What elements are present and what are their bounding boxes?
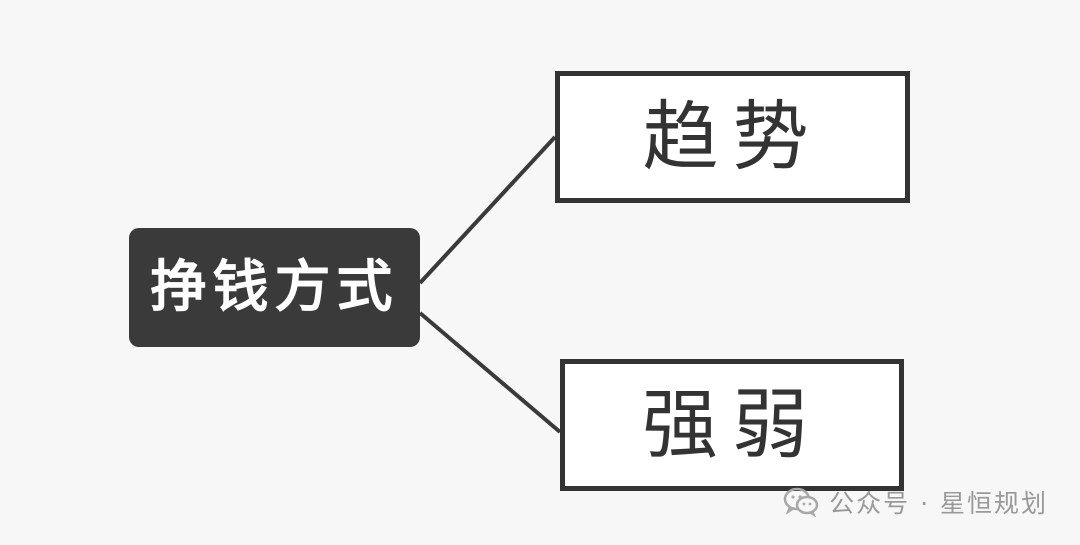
- child-node-trend: 趋势: [555, 71, 910, 203]
- connector-to-strength: [418, 311, 562, 434]
- wechat-icon: [783, 487, 819, 517]
- child-label-trend: 趋势: [642, 92, 823, 181]
- watermark-text: 公众号 · 星恒规划: [829, 489, 1048, 518]
- root-node: 挣钱方式: [129, 228, 420, 347]
- child-label-strength: 强弱: [642, 380, 822, 469]
- watermark: 公众号 · 星恒规划: [783, 484, 1048, 520]
- connector-to-trend: [418, 135, 557, 285]
- root-label: 挣钱方式: [150, 254, 399, 320]
- child-node-strength: 强弱: [560, 359, 904, 491]
